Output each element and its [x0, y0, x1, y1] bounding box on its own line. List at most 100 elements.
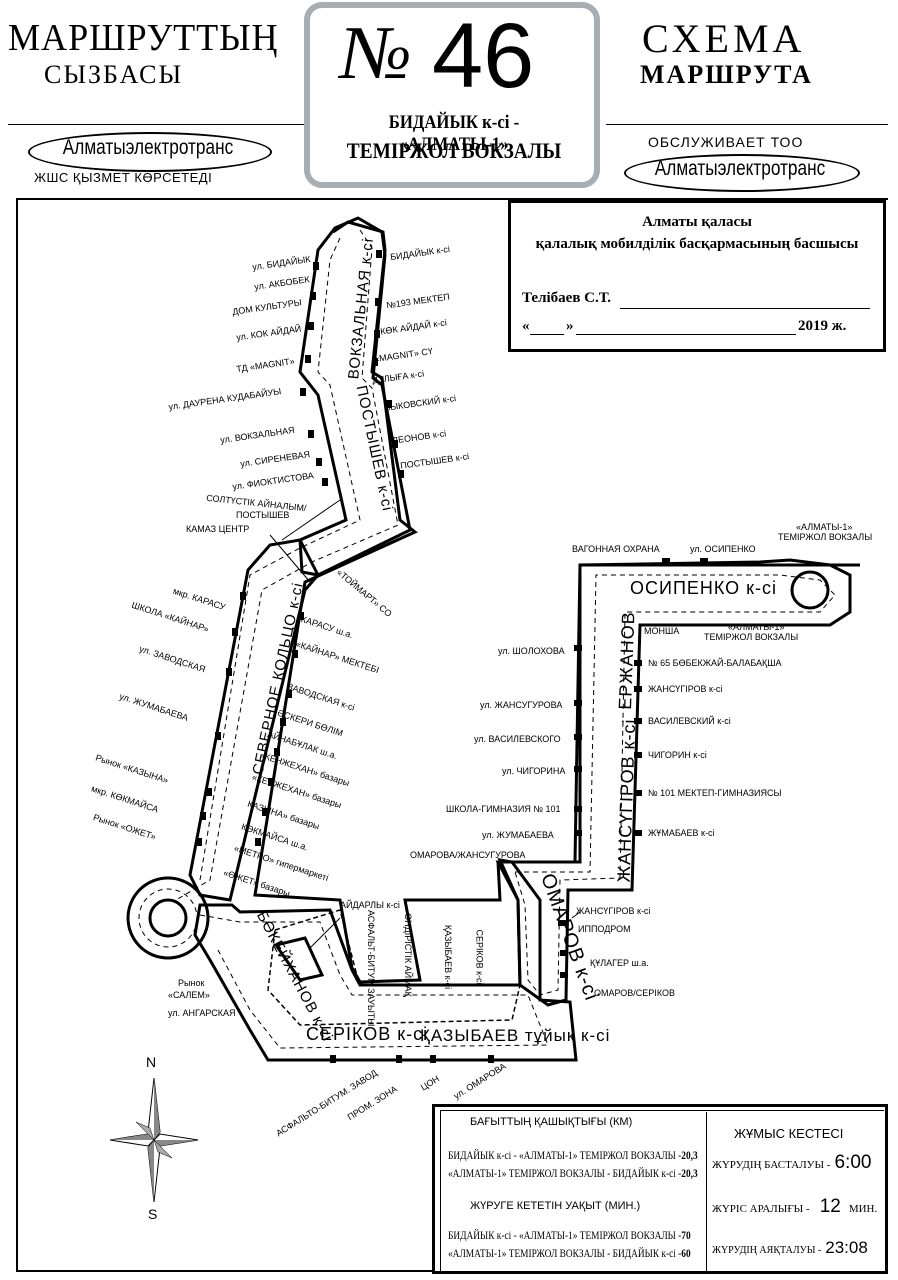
depot-building [273, 936, 325, 982]
route-corridor-east-inner [514, 574, 836, 996]
stop-label: ВАГОННАЯ ОХРАНА [572, 544, 660, 554]
schedule-interval-unit: МИН. [848, 1203, 878, 1215]
distance-row-2-value: 20,3 [681, 1166, 698, 1180]
approval-line1: Алматы қаласы [642, 214, 752, 230]
stop-label: ҚҰЛАГЕР ш.а. [590, 958, 649, 968]
distance-row-1: БИДАЙЫК к-сі - «АЛМАТЫ-1» ТЕМІРЖОЛ ВОКЗА… [448, 1148, 698, 1163]
approval-date-open: « [522, 318, 530, 334]
schedule-interval: ЖҮРІС АРАЛЫҒЫ - 12 МИН. [712, 1196, 877, 1218]
schedule-end-value: 23:08 [825, 1238, 868, 1257]
stop-label: № 101 МЕКТЕП-ГИМНАЗИЯСЫ [648, 788, 782, 798]
stop-label: ҚАЗЫБАЕВ к-сі [443, 924, 454, 990]
map-frame [16, 198, 888, 1272]
approval-date-year: 2019 ж. [798, 318, 847, 334]
stop-label: ӨНДІРІСТІК АЙМАҚ [402, 913, 413, 997]
schedule-start-label: ЖҮРУДІҢ БАСТАЛУЫ - [712, 1159, 831, 1171]
schedule-interval-value: 12 [819, 1196, 841, 1217]
time-row-1-label: БИДАЙЫК к-сі - «АЛМАТЫ-1» ТЕМІРЖОЛ ВОКЗА… [448, 1228, 682, 1242]
operator-left-name: Алматыэлектротранс [62, 136, 234, 159]
stop-label: ул. ЧИГОРИНА [502, 766, 566, 776]
stop-label: ул. ШОЛОХОВА [498, 646, 565, 656]
route-number-sign: № [340, 11, 412, 95]
route-name-line2: ТЕМІРЖОЛ ВОКЗАЛЫ [346, 138, 562, 163]
street-kazybaev: ҚАЗЫБАЕВ тұйық к-сі [420, 1026, 611, 1045]
schedule-end-label: ЖҮРУДІҢ АЯҚТАЛУЫ - [712, 1245, 822, 1256]
info-divider [706, 1112, 707, 1274]
stop-label: ул. ЖУМАБАЕВА [482, 830, 554, 840]
distance-title: БАҒЫТТЫҢ ҚАШЫҚТЫҒЫ (КМ) [470, 1116, 633, 1128]
approval-date-close: » [566, 318, 574, 334]
street-erzhanov: ЕРЖАНОВ [615, 610, 639, 711]
stop-label: АЙДАРЛЫ к-сі [340, 900, 400, 910]
stop-ticks [196, 250, 708, 1063]
stop-label: ул. ЖАНСУГУРОВА [480, 700, 563, 710]
route-number-box [304, 2, 600, 188]
direction-arrows [269, 499, 581, 949]
stop-label: ТЕМІРЖОЛ ВОКЗАЛЫ [778, 532, 873, 542]
stop-label: «САЛЕМ» [168, 990, 210, 1000]
time-title: ЖҮРУГЕ КЕТЕТІН УАҚЫТ (МИН.) [470, 1200, 641, 1212]
route-outline-west [253, 220, 860, 984]
approval-signature-line [620, 308, 870, 309]
header-right-title: СХЕМА [642, 16, 806, 61]
route-loop-west-inner [148, 898, 188, 938]
header-left-title: МАРШРУТТЫҢ [8, 17, 279, 59]
stop-label: ТЕМІРЖОЛ ВОКЗАЛЫ [704, 632, 799, 642]
header-right-subtitle: МАРШРУТА [640, 60, 813, 89]
schedule-title: ЖҰМЫС КЕСТЕСІ [734, 1126, 844, 1141]
stop-label: АСФАЛЬТ-БИТУМ ЗАУЫТЫ [366, 910, 376, 1027]
distance-row-1-label: БИДАЙЫК к-сі - «АЛМАТЫ-1» ТЕМІРЖОЛ ВОКЗА… [448, 1148, 682, 1162]
stop-label: КАМАЗ ЦЕНТР [186, 524, 250, 534]
stop-label: ул. ВАСИЛЕВСКОГО [474, 734, 561, 744]
time-row-2: «АЛМАТЫ-1» ТЕМІРЖОЛ ВОКЗАЛЫ - БИДАЙЫК к-… [448, 1246, 691, 1261]
schedule-end: ЖҮРУДІҢ АЯҚТАЛУЫ - 23:08 [712, 1238, 868, 1258]
time-row-2-value: 60 [681, 1246, 691, 1260]
stop-label: Рынок [178, 978, 205, 988]
street-serikov: СЕРІКОВ к-сі [306, 1024, 429, 1044]
stop-label: «АЛМАТЫ-1» [728, 622, 785, 632]
approval-signer: Телібаев С.Т. [522, 290, 612, 306]
approval-date-month-line [576, 334, 796, 335]
stop-label: ул. ОСИПЕНКО [690, 544, 756, 554]
operator-left-caption: ЖШС ҚЫЗМЕТ КӨРСЕТЕДІ [34, 170, 213, 185]
schedule-start-value: 6:00 [834, 1152, 872, 1173]
route-loop-east [790, 570, 830, 610]
operator-right-name: Алматыэлектротранс [654, 157, 826, 180]
stop-label: ул. АНГАРСКАЯ [168, 1008, 236, 1018]
stop-label: ЧИГОРИН к-сі [648, 750, 707, 760]
time-row-1-value: 70 [681, 1228, 691, 1242]
operator-left-ellipse [28, 132, 272, 172]
route-dash-south [199, 914, 549, 1049]
info-table [432, 1104, 888, 1274]
stop-label: СЕРІКОВ к-сі [474, 929, 485, 985]
street-osipenko: ОСИПЕНКО к-сі [630, 578, 778, 598]
time-row-2-label: «АЛМАТЫ-1» ТЕМІРЖОЛ ВОКЗАЛЫ - БИДАЙЫК к-… [448, 1246, 682, 1260]
distance-row-2: «АЛМАТЫ-1» ТЕМІРЖОЛ ВОКЗАЛЫ - БИДАЙЫК к-… [448, 1166, 698, 1181]
approval-box [508, 200, 886, 352]
stop-label: № 65 БӨБЕКЖАЙ-БАЛАБАҚША [648, 658, 782, 668]
stop-label: ВАСИЛЕВСКИЙ к-сі [648, 716, 731, 726]
stop-label: ПОСТЫШЕВ [236, 510, 290, 520]
route-dash-north [175, 229, 399, 901]
distance-row-2-label: «АЛМАТЫ-1» ТЕМІРЖОЛ ВОКЗАЛЫ - БИДАЙЫК к-… [448, 1166, 682, 1180]
info-table-inner [440, 1110, 884, 1274]
operator-right-caption: ОБСЛУЖИВАЕТ ТОО [648, 134, 804, 150]
schedule-start: ЖҮРУДІҢ БАСТАЛУЫ - 6:00 [712, 1152, 871, 1174]
operator-right-ellipse [624, 154, 860, 192]
compass-rose [109, 1077, 199, 1203]
stop-label: ЖҰМАБАЕВ к-сі [648, 828, 715, 838]
route-name-line1: БИДАЙЫК к-сі - «АЛМАТЫ-1» [388, 112, 520, 155]
stop-label: ОМАРОВ/СЕРІКОВ [594, 988, 675, 998]
stop-label: МОНША [644, 626, 680, 636]
stop-label: ОМАРОВА/ЖАНСУГУРОВА [410, 850, 526, 860]
stop-label: ШКОЛА-ГИМНАЗИЯ № 101 [446, 804, 561, 814]
approval-date-day-line [530, 334, 564, 335]
stop-label: ЖАНСҮГІРОВ к-сі [576, 906, 651, 916]
stop-label: ЖАНСҮГІРОВ к-сі [648, 684, 723, 694]
route-dash-north-2 [199, 237, 361, 881]
route-loop-west-dash [138, 888, 198, 948]
route-number: 46 [432, 5, 535, 107]
distance-row-1-value: 20,3 [681, 1148, 698, 1162]
header-left-subtitle: СЫЗБАСЫ [44, 60, 184, 89]
